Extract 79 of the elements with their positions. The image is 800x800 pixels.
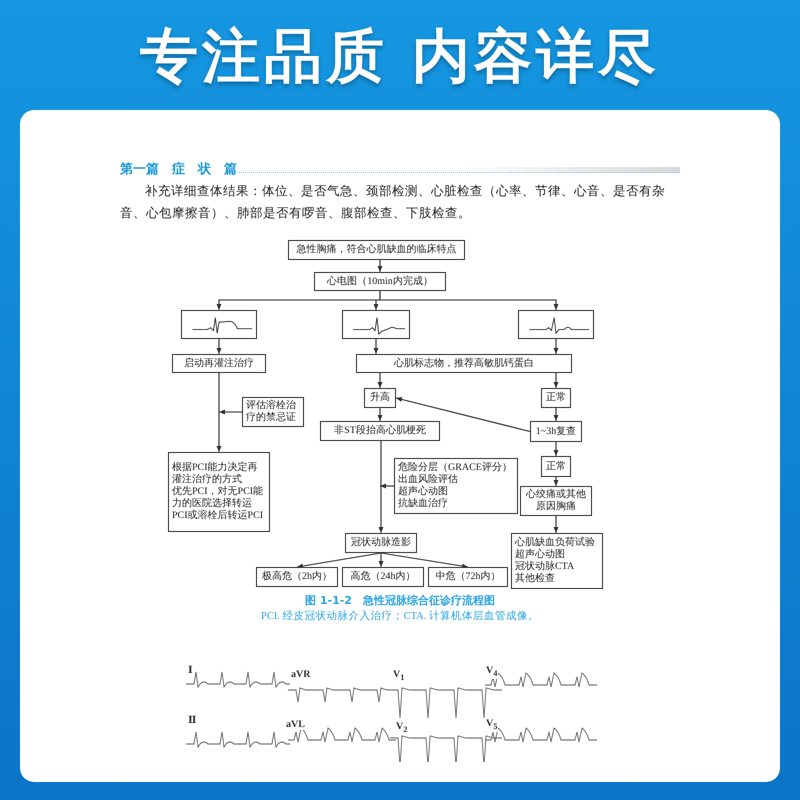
banner-title: 专注品质 内容详尽 [140, 21, 660, 92]
lead-label: V$_{4}$ [485, 665, 498, 679]
arrow [219, 410, 242, 414]
figure-note: PCI. 经皮冠状动脉介入治疗；CTA. 计算机体层血管成像。 [261, 609, 539, 623]
arrow [216, 373, 222, 452]
process-box [356, 354, 572, 373]
arrow [296, 552, 382, 568]
arrow [554, 516, 558, 533]
arrow [378, 441, 384, 533]
waveform-box [518, 310, 594, 339]
process-box [541, 456, 571, 477]
box-text: 超声心动图 [398, 486, 448, 498]
body-paragraph: 补充详细查体结果：体位、是否气急、颈部检测、心脏检查（心率、节律、心音、是否有杂音、心包摩擦音）、肺部是否有啰音、腹部检查、下肢检查。 [120, 183, 666, 222]
lead-label: V$_{5}$ [485, 718, 498, 732]
process-box [530, 421, 582, 442]
process-box [428, 567, 508, 587]
box-text: 冠状动脉CTA [515, 561, 574, 572]
box-text: 心肌缺血负荷试验 [515, 537, 595, 548]
box-text: 启动再灌注治疗 [184, 358, 254, 370]
box-text: 高危（24h内） [350, 571, 416, 583]
process-box [168, 452, 270, 532]
box-text: 心电图（10min内完成） [327, 276, 433, 288]
process-box [520, 486, 592, 516]
arrow [380, 484, 394, 488]
box-text: 出血风险评估 [398, 474, 458, 486]
figure-caption: 图 1-1-2 急性冠脉综合征诊疗流程图 [305, 593, 495, 608]
process-box [314, 272, 446, 291]
arrow [554, 373, 558, 388]
process-box [242, 397, 304, 427]
process-box [342, 567, 424, 587]
arrow [378, 553, 384, 567]
box-text: 心绞痛或其他原因胸痛 [524, 489, 587, 513]
process-box [345, 533, 417, 553]
box-text: 评估溶栓治疗的禁忌证 [246, 400, 297, 424]
process-box [511, 533, 603, 589]
arrow [378, 408, 382, 421]
arrow [374, 339, 378, 354]
waveform-box [342, 310, 410, 339]
arrow [554, 442, 558, 456]
box-text: 正常 [546, 392, 566, 404]
process-box [364, 388, 396, 408]
arrow [380, 552, 468, 569]
arrow [378, 260, 382, 272]
box-text: 超声心动图 [515, 549, 565, 560]
arrow [554, 339, 558, 354]
process-box [394, 458, 518, 514]
box-text: 中危（72h内） [436, 571, 500, 583]
box-text: 极高危（2h内） [262, 571, 332, 583]
box-text: 急性胸痛，符合心肌缺血的临床特点 [296, 244, 456, 256]
box-text: 正常 [546, 460, 566, 472]
lead-label: V$_{1}$ [392, 669, 406, 683]
chapter-header: 第一篇 症 状 篇 [120, 160, 237, 178]
box-text: 升高 [370, 392, 390, 404]
arrow [396, 397, 530, 432]
lead-label: Ⅱ [187, 715, 198, 726]
box-text: 优先PCI，对无PCI能力的医院选择转运PCI或溶栓后转运PCI [172, 486, 264, 522]
box-text: 非ST段抬高心肌梗死 [334, 425, 426, 437]
process-box [288, 240, 465, 260]
lead-label: Ⅰ [187, 665, 194, 676]
box-text: 其他检查 [515, 573, 555, 585]
arrow [378, 373, 382, 388]
box-text: 抗缺血治疗 [398, 498, 448, 510]
box-text: 根据PCI能力决定再灌注治疗的方式 [172, 462, 259, 486]
arrow [554, 408, 558, 421]
arrow [379, 291, 558, 310]
lead-label: V$_{2}$ [395, 721, 408, 735]
arrow [554, 477, 558, 486]
box-text: 1~3h复查 [536, 426, 576, 438]
waveform-box [181, 310, 257, 339]
box-text: 危险分层（GRACE评分） [398, 462, 512, 474]
arrow [216, 339, 222, 354]
process-box [320, 421, 440, 441]
box-text: 心肌标志物，推荐高敏肌钙蛋白 [394, 358, 534, 370]
box-text: 冠状动脉造影 [351, 537, 411, 549]
lead-label: aVL [285, 719, 306, 730]
process-box [172, 354, 266, 373]
lead-label: aVR [290, 669, 312, 680]
process-box [256, 567, 338, 587]
process-box [541, 388, 571, 408]
